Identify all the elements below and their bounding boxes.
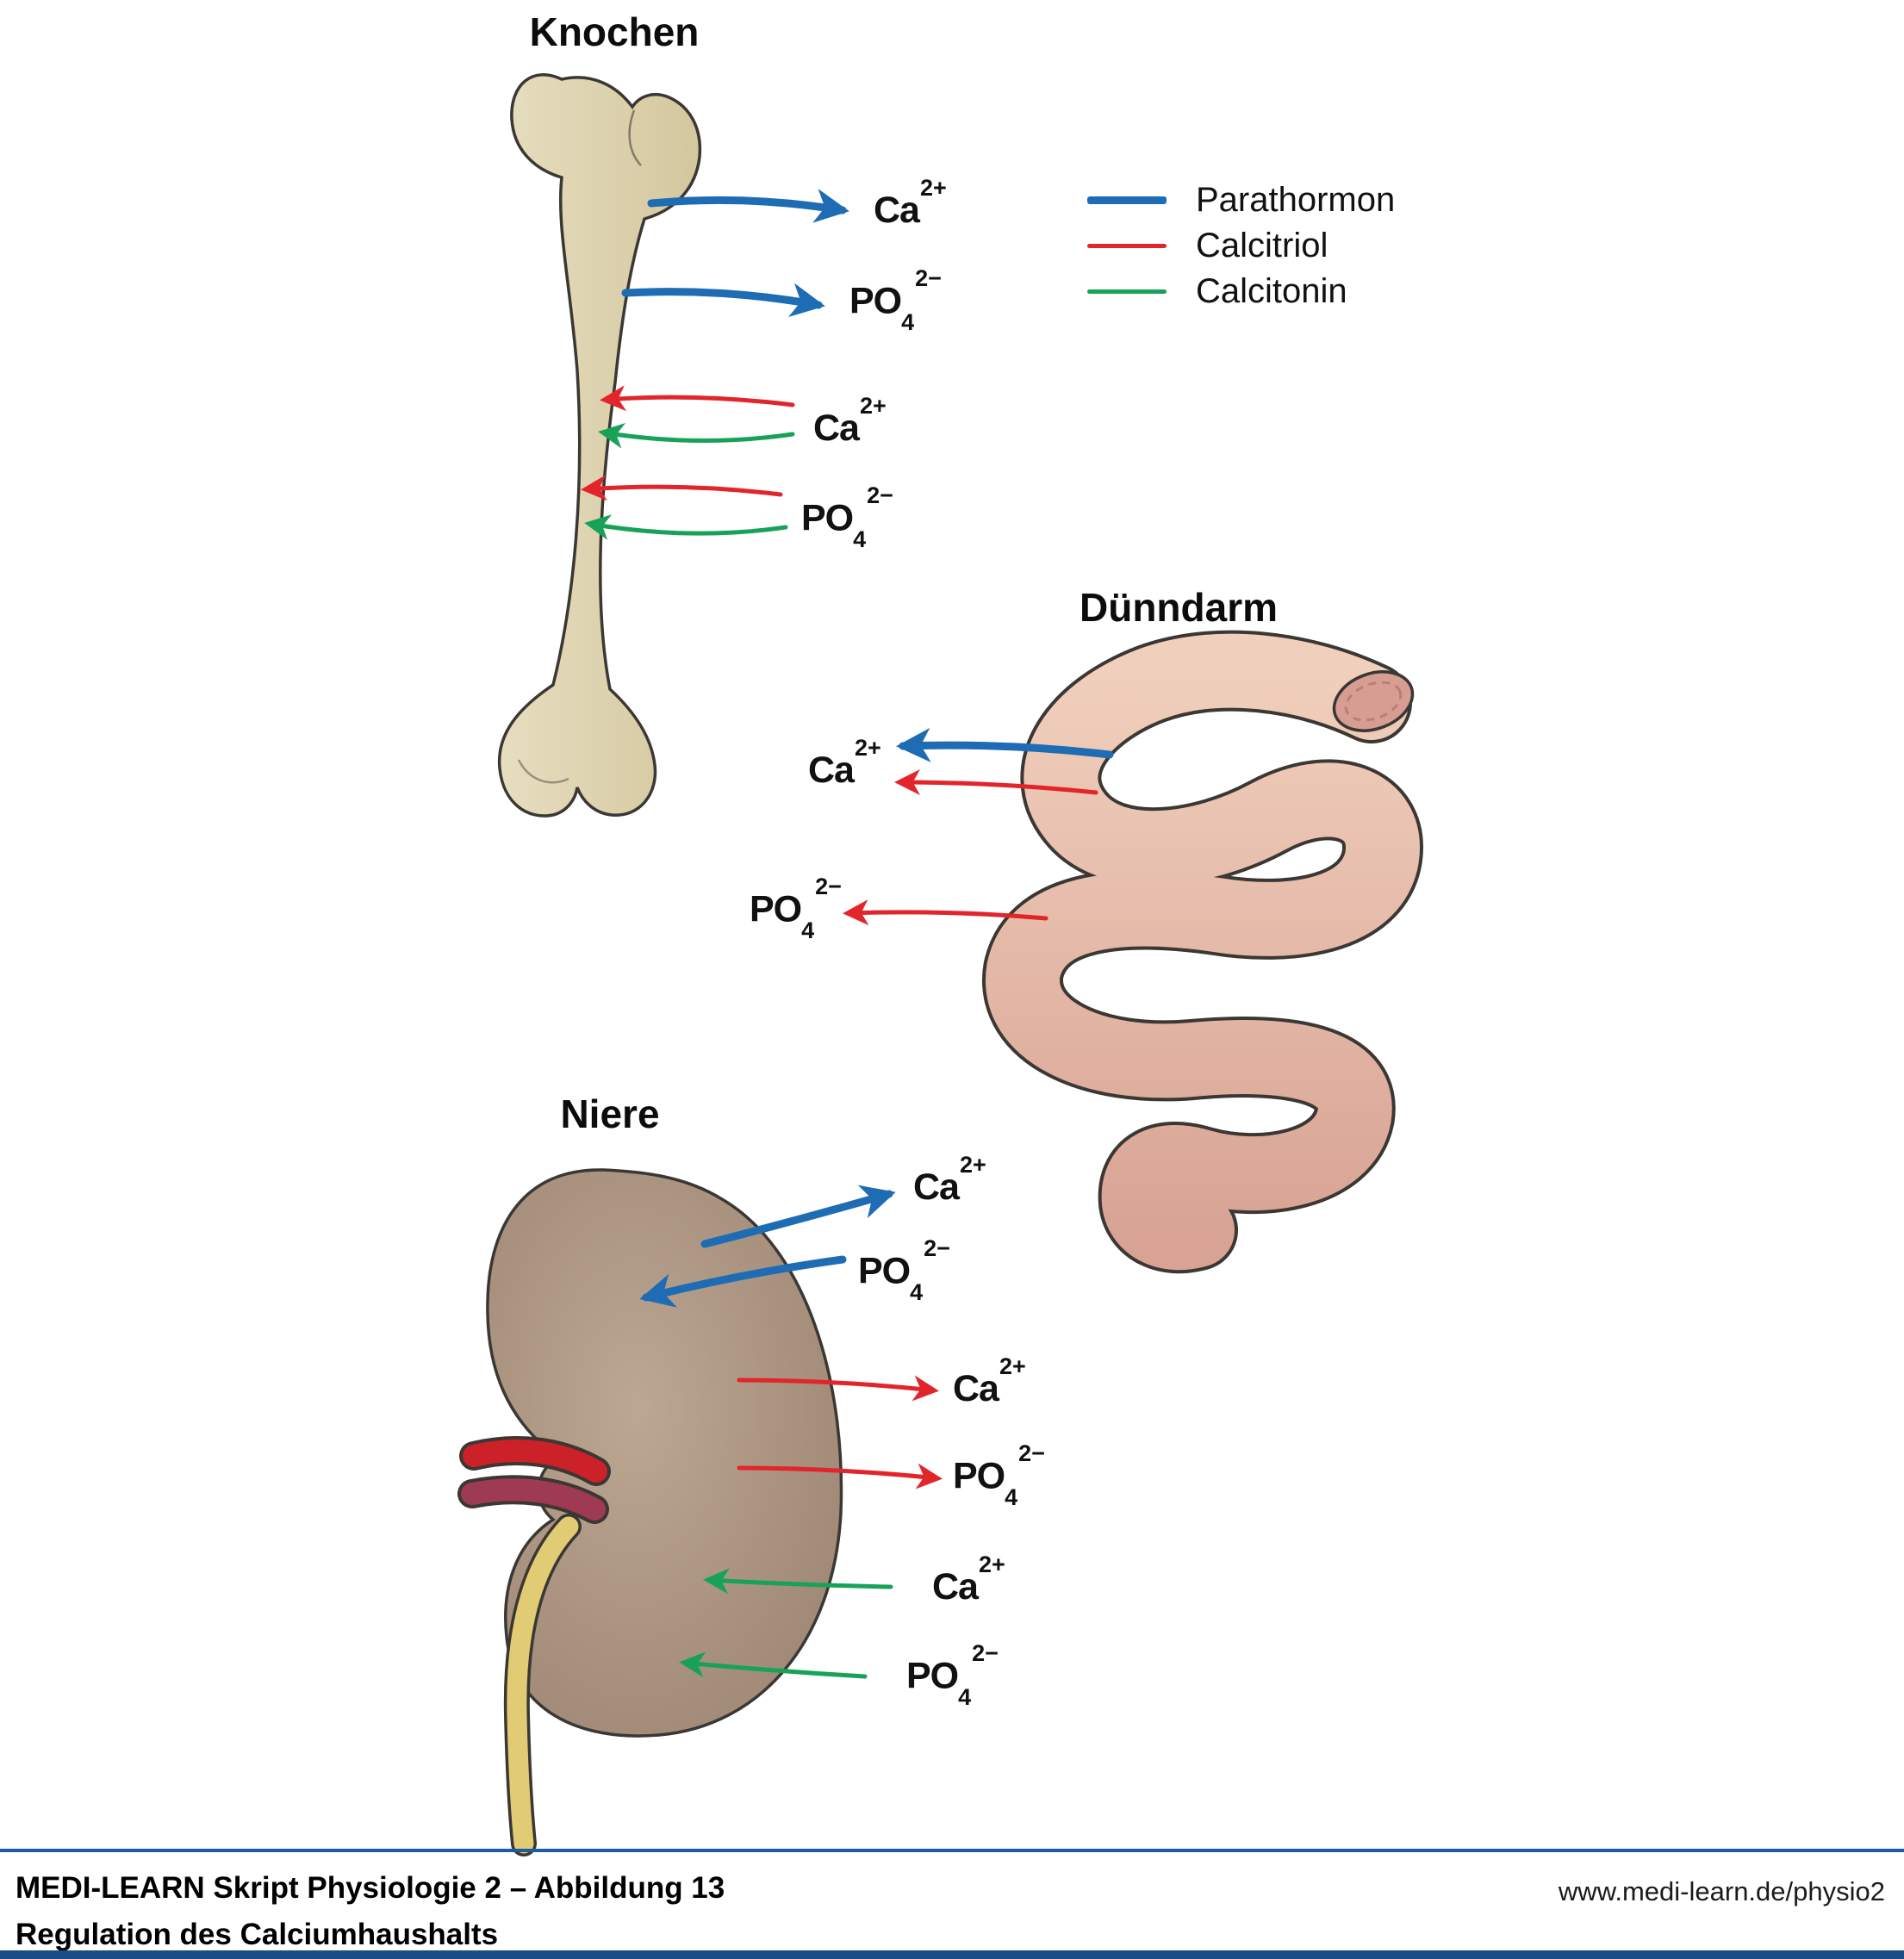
ion-base: Ca [932,1566,979,1608]
ion-sup: 2− [1018,1440,1045,1467]
kidney-illustration [457,1168,843,1856]
ion-base: PO [750,888,802,930]
arrow-gut-parathormon-ca [896,727,1114,762]
hormone-legend: Parathormon Calcitriol Calcitonin [1087,177,1395,314]
renal-artery-fill [463,1440,607,1483]
ion-base: Ca [913,1166,960,1209]
ion-sub: 4 [910,1278,924,1305]
intestine-illustration [982,630,1423,1274]
arrow-bone-calcitonin-ca [598,422,795,449]
bone-neck-crease [628,109,642,166]
arrow-bone-calcitriol-ca [600,385,795,412]
footer-bottom-bar [0,1950,1904,1959]
label-kidney-po4-calcitonin: PO42− [906,1640,999,1710]
label-gut-ca: Ca2+ [808,735,881,792]
ion-sup: 2+ [919,174,947,201]
label-kidney-ca-calcitriol: Ca2+ [953,1353,1026,1410]
label-kidney-ca-calcitonin: Ca2+ [932,1552,1005,1608]
ion-base: Ca [813,407,860,450]
label-kidney-po4-calcitriol: PO42− [953,1440,1045,1510]
ion-sup: 2+ [999,1353,1026,1379]
bone-condyle-crease [517,759,569,784]
title-kidney: Niere [560,1091,660,1136]
intestine-tube [986,633,1420,1271]
legend-label-calcitonin: Calcitonin [1196,272,1347,310]
ion-sup: 2+ [978,1551,1005,1577]
legend-item-calcitonin: Calcitonin [1087,269,1395,314]
intestine-cut-end [1332,670,1415,732]
label-bone-po4-release: PO42− [849,265,942,335]
ion-base: PO [801,497,854,539]
ion-base: PO [849,280,902,322]
footer-url: www.medi-learn.de/physio2 [1558,1876,1885,1906]
arrow-gut-calcitriol-ca [894,769,1098,796]
kidney-shape [486,1168,843,1738]
legend-swatch-calcitonin [1087,289,1167,294]
ureter-fill [507,1516,579,1854]
arrow-bone-calcitonin-po4 [584,514,788,540]
arrow-bone-calcitriol-po4 [581,475,783,501]
ion-sub: 4 [901,308,915,335]
ion-sup: 2+ [959,1151,986,1178]
arrow-kidney-calcitriol-ca [737,1375,939,1402]
ion-sub: 4 [958,1683,972,1710]
ion-base: Ca [808,749,855,792]
renal-vein-fill [461,1478,606,1521]
hormone-arrows [581,189,1114,1679]
ion-sup: 2− [924,1235,950,1262]
legend-swatch-calcitriol [1087,244,1167,248]
footer-caption-line1: MEDI-LEARN Skript Physiologie 2 – Abbild… [16,1871,725,1905]
arrow-gut-calcitriol-po4 [843,899,1048,926]
footer-divider [0,1849,1904,1852]
legend-label-calcitriol: Calcitriol [1196,227,1328,264]
title-intestine: Dünndarm [1080,585,1278,630]
bone-illustration [497,73,702,818]
label-gut-po4: PO42− [750,874,842,943]
legend-item-calcitriol: Calcitriol [1087,223,1395,269]
label-kidney-po4-pth: PO42− [858,1235,950,1305]
ion-sup: 2− [915,265,942,292]
ion-base: Ca [953,1368,999,1410]
arrow-kidney-parathormon-po4 [639,1255,847,1308]
ion-sup: 2− [815,874,842,900]
ion-sup: 2+ [854,734,881,761]
label-bone-ca-release: Ca2+ [874,175,947,232]
ion-base: PO [906,1655,959,1697]
ion-sup: 2− [972,1640,999,1667]
ion-base: PO [953,1455,1005,1497]
arrow-kidney-calcitriol-po4 [737,1463,943,1489]
ion-sub: 4 [801,917,815,943]
title-bone: Knochen [529,9,700,54]
arrow-bone-parathormon-ca [647,189,849,223]
arrow-kidney-calcitonin-po4 [679,1651,868,1679]
label-bone-po4-uptake: PO42− [801,482,893,552]
arrow-bone-parathormon-po4 [621,283,825,318]
legend-item-parathormon: Parathormon [1087,177,1395,223]
arrow-kidney-calcitonin-ca [703,1568,893,1595]
label-kidney-ca-pth: Ca2+ [913,1152,986,1209]
ion-base: Ca [874,190,920,232]
legend-label-parathormon: Parathormon [1196,181,1396,219]
footer-caption-line2: Regulation des Calciumhaushalts [16,1918,499,1951]
ion-base: PO [858,1250,911,1292]
arrow-kidney-parathormon-ca [700,1185,896,1248]
ion-sub: 4 [1005,1483,1018,1510]
ion-sub: 4 [853,526,867,552]
legend-swatch-parathormon [1087,196,1167,204]
bone-shape [497,73,702,818]
intestine-cut-lumen [1344,681,1403,722]
ion-sup: 2+ [859,392,887,419]
label-bone-ca-uptake: Ca2+ [813,393,887,450]
ion-sup: 2− [867,482,893,509]
